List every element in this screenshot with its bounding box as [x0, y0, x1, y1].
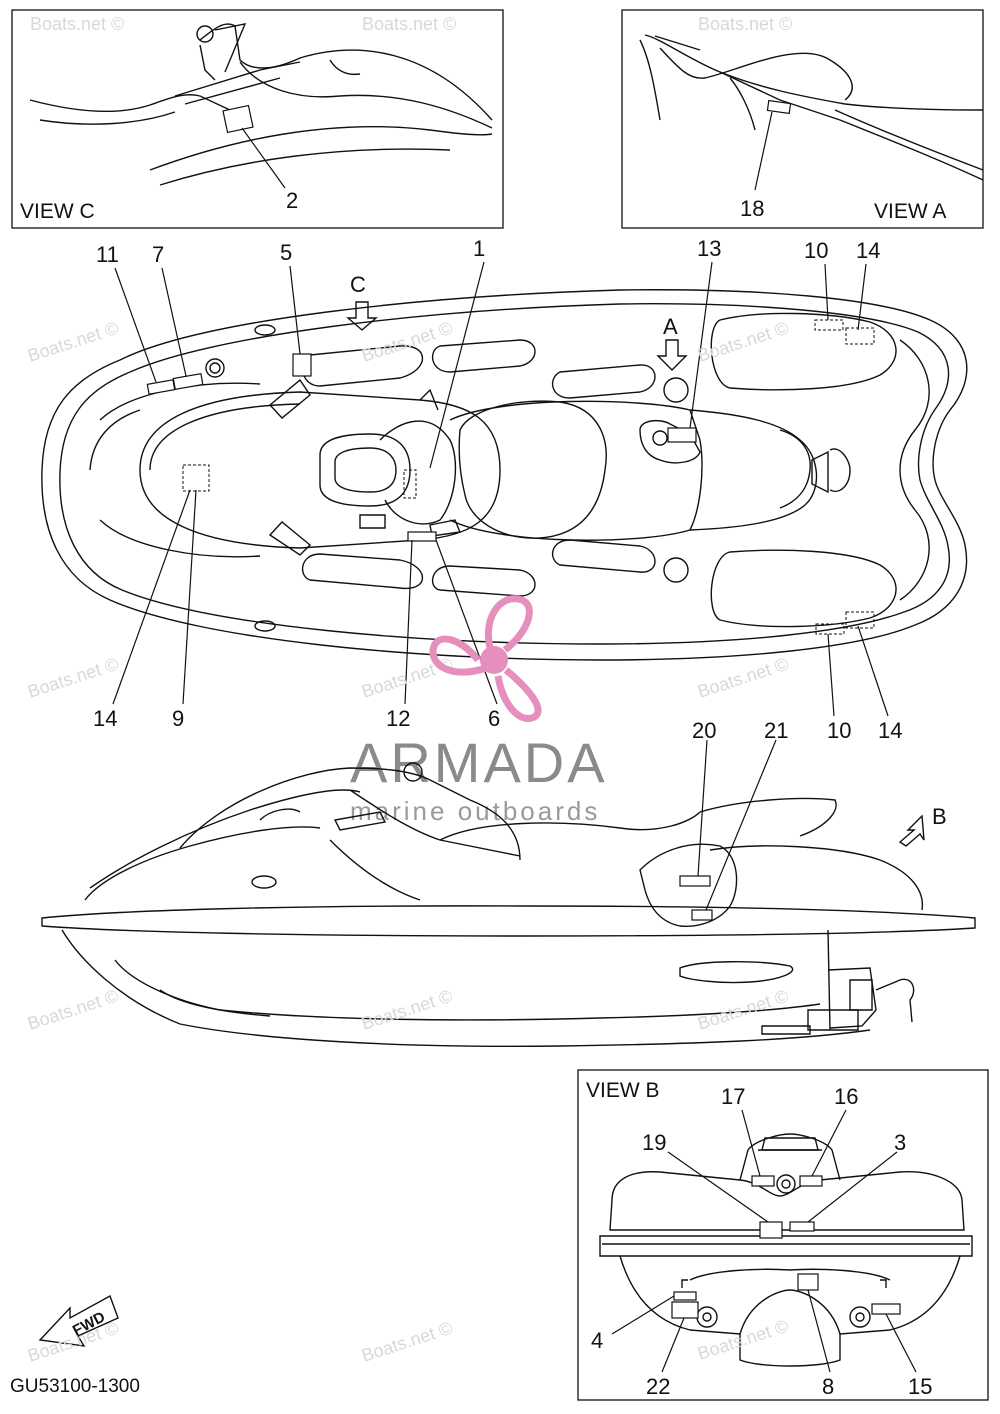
callout-17: 17 [721, 1084, 745, 1109]
callout-5: 5 [280, 240, 292, 265]
watermark: Boats.net © [359, 986, 455, 1034]
view-c-title: VIEW C [20, 200, 95, 223]
propeller-hub [480, 646, 508, 674]
watermark: Boats.net © [695, 318, 791, 366]
callout-10: 10 [827, 718, 851, 743]
label-20-decal [679, 875, 711, 887]
label-15-decal [871, 1303, 901, 1315]
label-10-bottom-decal [815, 623, 845, 635]
label-4-decal [673, 1291, 697, 1301]
view-b-frame [577, 1069, 989, 1401]
label-17-decal [751, 1175, 775, 1187]
callout-22: 22 [646, 1374, 670, 1399]
callout-15: 15 [908, 1374, 932, 1399]
callout-10: 10 [804, 238, 828, 263]
fwd-arrow-icon [38, 1294, 119, 1347]
callout-16: 16 [834, 1084, 858, 1109]
callout-6: 6 [488, 706, 500, 731]
label-21-decal [691, 909, 713, 921]
watermark: Boats.net © [359, 318, 455, 366]
callout-14: 14 [856, 238, 880, 263]
callout-20: 20 [692, 718, 716, 743]
label-10-top-decal [814, 319, 844, 331]
view-a-frame [621, 9, 984, 229]
label-3-decal [789, 1221, 815, 1232]
label-18-decal [766, 99, 792, 115]
watermark: Boats.net © [359, 1318, 455, 1366]
label-9-decal [182, 464, 210, 492]
callout-21: 21 [764, 718, 788, 743]
label-1-decal [403, 469, 417, 499]
callout-14: 14 [878, 718, 902, 743]
callout-14: 14 [93, 706, 117, 731]
callout-9: 9 [172, 706, 184, 731]
view-a-arrow-label: A [663, 314, 678, 339]
callout-3: 3 [894, 1130, 906, 1155]
watermark: Boats.net © [362, 14, 456, 34]
callout-1: 1 [473, 236, 485, 261]
label-16-decal [799, 1175, 823, 1187]
brand-name: ARMADA [350, 731, 608, 794]
watermark: Boats.net © [25, 986, 121, 1034]
label-2-decal [222, 104, 254, 134]
watermark: Boats.net © [698, 14, 792, 34]
view-b-inset: VIEW B 17 16 19 3 4 22 8 15 Boats.net © [577, 1069, 989, 1401]
callout-18: 18 [740, 196, 764, 221]
callout-11: 11 [96, 242, 119, 267]
watermark: Boats.net © [695, 1316, 791, 1364]
view-a-arrow [656, 339, 688, 371]
callout-8: 8 [822, 1374, 834, 1399]
brand-tagline: marine outboards [350, 796, 600, 826]
view-a-title: VIEW A [874, 200, 946, 223]
propeller-icon [429, 595, 542, 722]
label-19-decal [759, 1221, 783, 1239]
watermark: Boats.net © [695, 654, 791, 702]
view-c-arrow [346, 301, 378, 331]
view-b-arrow-label: B [932, 804, 947, 829]
watermark: Boats.net © [30, 14, 124, 34]
callout-19: 19 [642, 1130, 666, 1155]
callout-7: 7 [152, 242, 164, 267]
label-7-decal [172, 372, 204, 391]
diagram-code: GU53100-1300 [10, 1376, 140, 1397]
view-b-arrow [898, 814, 925, 847]
label-22-decal [671, 1301, 699, 1319]
view-c-inset: VIEW C 2 Boats.net © Boats.net © [11, 9, 504, 229]
label-5-decal [292, 353, 312, 377]
label-13-decal [667, 427, 697, 443]
watermark: Boats.net © [25, 318, 121, 366]
label-14-bottom-decal [845, 611, 875, 629]
callout-4: 4 [591, 1328, 603, 1353]
watermark: Boats.net © [25, 654, 121, 702]
view-c-arrow-label: C [350, 272, 366, 297]
label-12-decal [407, 531, 437, 542]
label-14-top-decal [845, 327, 875, 345]
label-11-decal [146, 379, 176, 395]
callout-12: 12 [386, 706, 410, 731]
label-8-decal [797, 1273, 819, 1291]
view-a-inset: 18 VIEW A Boats.net © [621, 9, 984, 229]
view-b-title: VIEW B [586, 1079, 660, 1102]
callout-2: 2 [286, 188, 298, 213]
callout-13: 13 [697, 236, 721, 261]
view-c-frame [11, 9, 504, 229]
